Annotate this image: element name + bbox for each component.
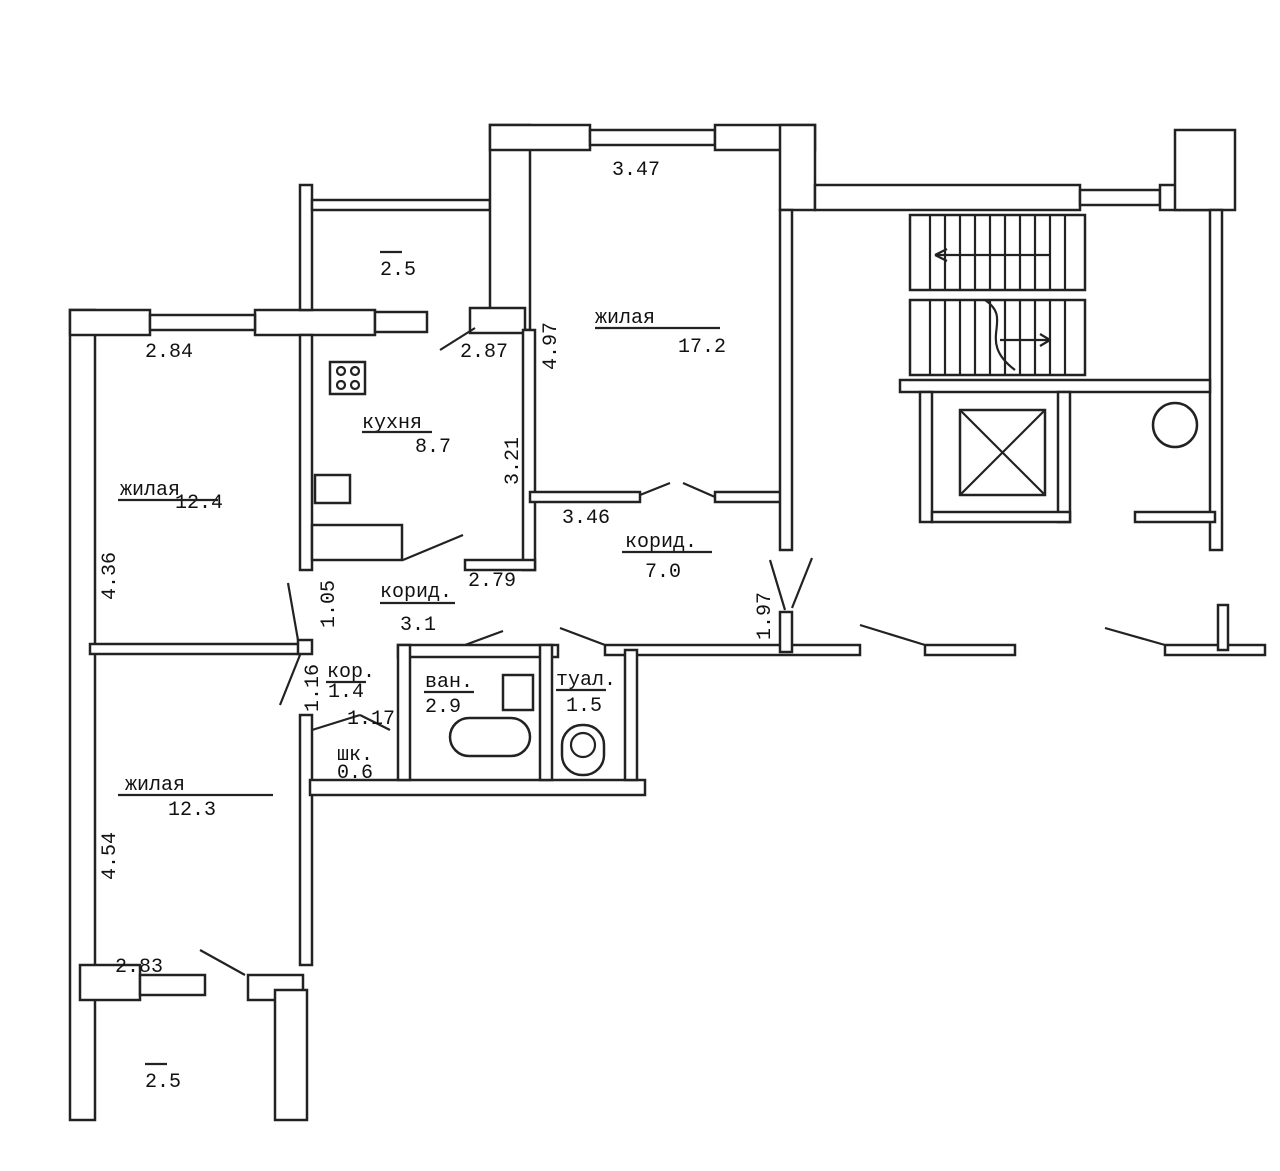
wall	[1056, 390, 1072, 524]
wall	[488, 123, 532, 332]
stair-steps	[928, 215, 1067, 375]
wall	[528, 490, 642, 504]
wall	[396, 643, 560, 659]
room-area-balcony-bottom: 2.5	[145, 1071, 181, 1094]
wall	[1173, 128, 1237, 212]
dim-label: 2.83	[115, 956, 163, 979]
wall	[623, 648, 639, 782]
room-name-corridor-tiny: кор.	[327, 661, 375, 684]
wall	[713, 490, 787, 504]
wall	[778, 208, 794, 552]
wall	[463, 558, 537, 572]
dim-label: 3.46	[562, 507, 610, 530]
wall	[373, 310, 429, 334]
wall	[1216, 603, 1230, 652]
wall	[778, 610, 794, 654]
wall	[930, 510, 1072, 524]
dim-label: 4.97	[540, 322, 563, 370]
wall	[1208, 208, 1224, 552]
doors	[199, 327, 1166, 976]
staircase	[908, 213, 1199, 497]
label-underlines	[118, 250, 720, 1066]
wall	[308, 778, 647, 797]
fixtures	[310, 360, 606, 777]
wall	[1078, 188, 1162, 207]
room-area-living-left-bottom: 12.3	[168, 799, 216, 822]
wall	[468, 306, 527, 335]
toilet-icon	[560, 723, 606, 777]
wall	[138, 973, 207, 997]
room-area-balcony-top: 2.5	[380, 259, 416, 282]
room-name-living-left-top: жилая	[120, 479, 180, 502]
counter	[310, 523, 404, 562]
wall	[298, 713, 314, 967]
wall	[310, 198, 492, 212]
room-area-corridor-main: 7.0	[645, 561, 681, 584]
dim-label: 1.05	[318, 580, 341, 628]
wall	[538, 643, 554, 782]
room-name-bathroom: ван.	[425, 671, 473, 694]
wall	[68, 308, 152, 337]
dim-label: 4.36	[99, 552, 122, 600]
wall	[148, 313, 257, 332]
room-name-living-left-bottom: жилая	[125, 774, 185, 797]
chute-icon	[1151, 401, 1199, 449]
room-area-bathroom: 2.9	[425, 696, 461, 719]
dim-label: 3.21	[502, 437, 525, 485]
dim-label: 3.47	[612, 159, 660, 182]
dim-label: 2.87	[460, 341, 508, 364]
washbasin-icon	[501, 673, 535, 712]
dim-label: 4.54	[99, 832, 122, 880]
room-name-corridor-small: корид.	[380, 581, 452, 604]
wall	[898, 378, 1212, 394]
wall	[298, 333, 314, 572]
room-name-living-large: жилая	[595, 307, 655, 330]
wall	[588, 128, 717, 147]
stove-icon	[328, 360, 367, 396]
wall	[813, 183, 1082, 212]
room-area-living-left-top: 12.4	[175, 492, 223, 515]
room-area-closet: 0.6	[337, 762, 373, 785]
dim-label: 2.79	[468, 570, 516, 593]
dim-label: 1.97	[754, 592, 777, 640]
room-area-corridor-small: 3.1	[400, 614, 436, 637]
wall	[603, 643, 862, 657]
wall	[918, 390, 934, 524]
room-area-corridor-tiny: 1.4	[328, 681, 364, 704]
wall	[923, 643, 1017, 657]
wall	[88, 642, 302, 656]
room-area-living-large: 17.2	[678, 336, 726, 359]
dim-label: 2.84	[145, 341, 193, 364]
dim-label: 1.17	[347, 708, 395, 731]
wall	[396, 643, 412, 782]
room-area-toilet: 1.5	[566, 695, 602, 718]
dim-label: 1.16	[302, 664, 325, 712]
wall	[298, 183, 314, 312]
wall	[253, 308, 377, 337]
room-name-toilet: туал.	[556, 669, 616, 692]
room-name-closet: шк.	[337, 744, 373, 767]
bathtub-icon	[448, 716, 532, 758]
wall	[1163, 643, 1267, 657]
wall	[488, 123, 592, 152]
room-name-kitchen: кухня	[362, 412, 422, 435]
room-name-corridor-main: корид.	[625, 531, 697, 554]
walls	[68, 123, 1267, 1122]
wall	[1133, 510, 1217, 524]
sink-icon	[313, 473, 352, 505]
wall	[273, 988, 309, 1122]
room-area-kitchen: 8.7	[415, 436, 451, 459]
wall	[296, 638, 314, 656]
wall	[778, 123, 817, 212]
